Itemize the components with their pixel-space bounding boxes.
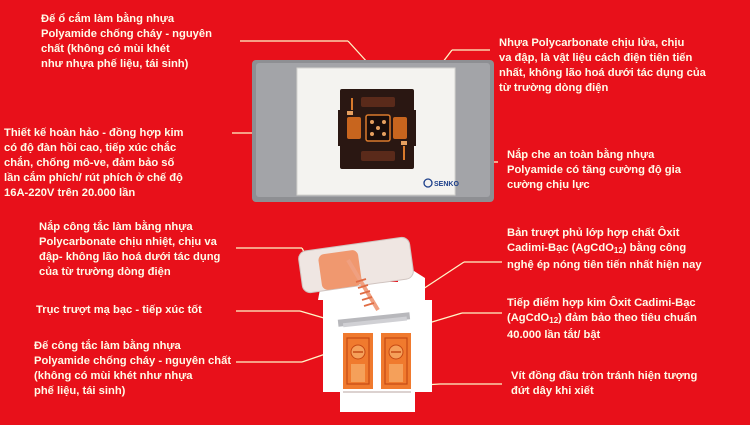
label-silver-shaft: Trục trượt mạ bạc - tiếp xúc tốt (36, 304, 202, 316)
label-contact-point: Tiếp điểm hợp kim Ôxit Cadimi-Bạc (AgCdO… (507, 297, 697, 341)
label-switch-base: Đế công tắc làm bằng nhựa Polyamide chốn… (34, 340, 232, 397)
brand-logo: SENKO (423, 178, 459, 188)
label-perfect-design: Thiết kế hoàn hảo - đồng hợp kim có độ đ… (4, 127, 184, 199)
label-safety-cover: Nắp che an toàn bằng nhựa Polyamide có t… (507, 149, 681, 191)
label-polycarbonate-face: Nhựa Polycarbonate chịu lửa, chịu va đập… (499, 37, 706, 94)
svg-text:SENKO: SENKO (434, 181, 459, 188)
label-socket-base: Đế ổ cắm làm bằng nhựa Polyamide chống c… (41, 13, 212, 70)
socket-plate (252, 60, 494, 202)
switch-illustration (298, 236, 432, 412)
label-slider-coating: Bản trượt phủ lớp hợp chất Ôxit Cadimi-B… (507, 227, 702, 271)
label-switch-cover: Nắp công tắc làm bằng nhựa Polycarbonate… (39, 221, 221, 278)
label-round-screw: Vít đồng đầu tròn tránh hiện tượng đứt d… (511, 370, 698, 397)
